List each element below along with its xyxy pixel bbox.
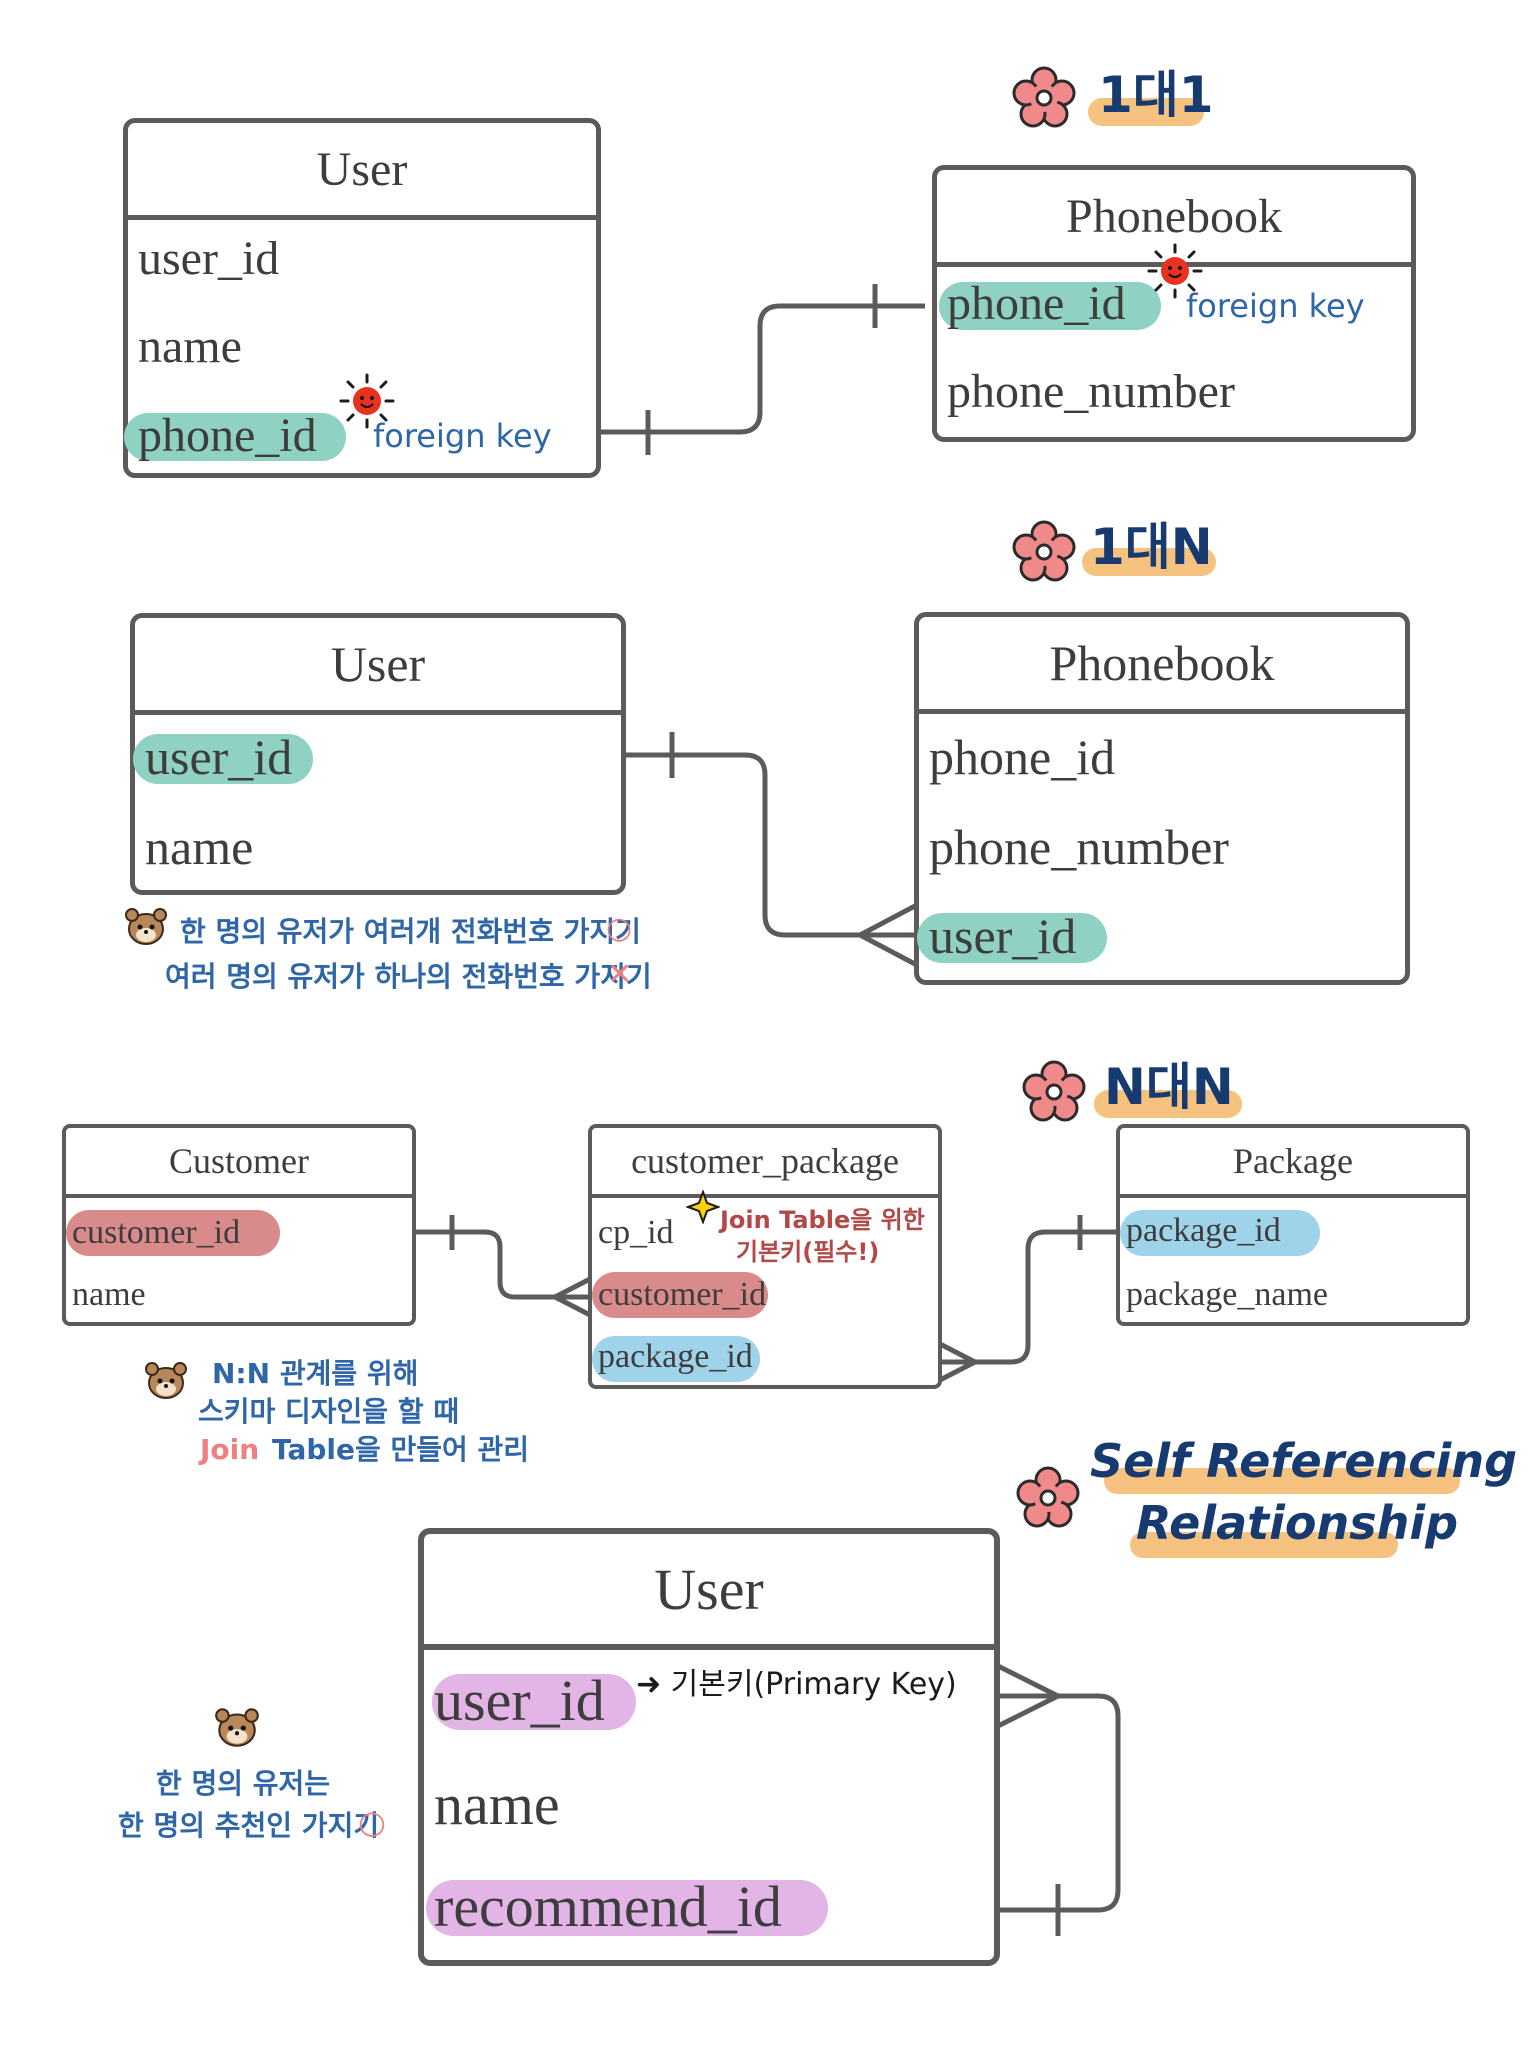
field-cp-id: cp_id <box>598 1214 674 1251</box>
field-package-id: package_id <box>598 1338 753 1375</box>
table-title: User <box>424 1534 994 1650</box>
field-package-name: package_name <box>1126 1276 1328 1313</box>
field-phone-id: phone_id <box>947 277 1126 330</box>
chipmunk-icon <box>125 908 167 945</box>
field-name: name <box>72 1276 146 1313</box>
highlight <box>426 1880 828 1936</box>
field-user-id-fk: user_id <box>929 908 1077 964</box>
note-line: Table을 만들어 관리 <box>272 1433 530 1466</box>
field-package-id: package_id <box>1126 1212 1281 1249</box>
d3-crowsfoot-left <box>549 1276 592 1318</box>
d2-connector <box>622 752 915 938</box>
d4-connector <box>998 1693 1121 1913</box>
table-title: Customer <box>66 1128 412 1198</box>
cross-mark: ✕ <box>607 957 633 992</box>
d2-phonebook-table: Phonebook phone_id phone_number user_id <box>914 612 1410 985</box>
d4-crowsfoot <box>996 1663 1064 1729</box>
note-line: 한 명의 유저는 <box>156 1767 331 1800</box>
sun-icon <box>1147 243 1203 299</box>
note-line: 스키마 디자인을 할 때 <box>198 1395 460 1428</box>
foreign-key-note: foreign key <box>1186 287 1365 325</box>
table-title: customer_package <box>592 1128 938 1198</box>
highlight <box>432 1674 636 1730</box>
section-title-1-to-n: 1대N <box>1090 518 1213 576</box>
table-title: User <box>135 618 621 715</box>
heading-underline <box>1082 548 1216 576</box>
heading-underline <box>1104 1468 1460 1494</box>
d3-customer-table: Customer customer_id name <box>62 1124 416 1326</box>
d1-user-table: User user_id name phone_id <box>123 118 601 478</box>
highlight <box>939 282 1161 330</box>
flower-icon <box>1022 1060 1086 1122</box>
note-line: 한 명의 유저가 여러개 전화번호 가지기 <box>180 915 641 948</box>
flower-icon <box>1012 66 1076 128</box>
sparkle-icon <box>686 1190 720 1224</box>
field-phone-id: phone_id <box>929 729 1116 785</box>
highlight <box>124 413 346 461</box>
section-title-1-to-1: 1대1 <box>1098 66 1214 124</box>
note-join-word: Join <box>200 1433 260 1466</box>
d1-phonebook-table: Phonebook phone_id phone_number <box>932 165 1416 442</box>
foreign-key-note: foreign key <box>373 417 552 455</box>
heading-underline <box>1094 1090 1242 1118</box>
field-name: name <box>138 320 242 373</box>
note-line: 한 명의 추천인 가지기 <box>118 1809 380 1842</box>
section-title-n-to-n: N대N <box>1104 1058 1234 1116</box>
flower-icon <box>1016 1466 1080 1528</box>
heading-underline <box>1088 98 1204 126</box>
highlight <box>66 1210 280 1256</box>
note-line: 여러 명의 유저가 하나의 전화번호 가지기 <box>165 960 652 993</box>
circle-mark: ○ <box>358 1803 386 1841</box>
d3-package-table: Package package_id package_name <box>1116 1124 1470 1326</box>
field-name: name <box>145 819 254 875</box>
primary-key-note: ➜ 기본키(Primary Key) <box>636 1667 957 1702</box>
chipmunk-icon <box>145 1362 187 1399</box>
field-user-id: user_id <box>145 729 293 785</box>
section-title-self-ref: Relationship <box>1136 1496 1459 1550</box>
highlight <box>592 1336 760 1382</box>
highlight <box>133 734 313 784</box>
join-table-note: 기본키(필수!) <box>736 1238 880 1266</box>
d2-crowsfoot <box>854 903 917 967</box>
field-phone-id-fk: phone_id <box>138 409 317 462</box>
d3-connector-left <box>415 1229 590 1300</box>
note-line: N:N 관계를 위해 <box>212 1357 419 1390</box>
sun-icon <box>339 373 395 429</box>
highlight <box>592 1272 768 1318</box>
d3-crowsfoot-right <box>938 1341 981 1383</box>
table-title: Phonebook <box>919 617 1405 714</box>
field-user-id: user_id <box>434 1668 605 1733</box>
highlight <box>1120 1210 1320 1256</box>
section-title-self-ref: Self Referencing <box>1090 1434 1518 1488</box>
d3-connector-right <box>940 1229 1118 1365</box>
join-table-note: Join Table을 위한 <box>720 1206 925 1234</box>
table-title: Package <box>1120 1128 1466 1198</box>
field-customer-id: customer_id <box>72 1214 241 1251</box>
field-phone-number: phone_number <box>929 819 1229 875</box>
field-recommend-id: recommend_id <box>434 1874 782 1939</box>
table-title: User <box>128 123 596 220</box>
field-name: name <box>434 1772 560 1837</box>
flower-icon <box>1012 520 1076 582</box>
chipmunk-icon <box>215 1708 259 1747</box>
heading-underline <box>1130 1532 1398 1558</box>
d3-customer-package-table: customer_package cp_id customer_id packa… <box>588 1124 942 1389</box>
highlight <box>917 913 1107 963</box>
field-customer-id: customer_id <box>598 1276 767 1313</box>
d2-user-table: User user_id name <box>130 613 626 895</box>
field-user-id: user_id <box>138 232 280 285</box>
field-phone-number: phone_number <box>947 365 1235 418</box>
circle-mark: ○ <box>606 911 633 946</box>
d1-connector <box>600 303 925 435</box>
d4-user-table: User user_id name recommend_id <box>418 1528 1000 1966</box>
